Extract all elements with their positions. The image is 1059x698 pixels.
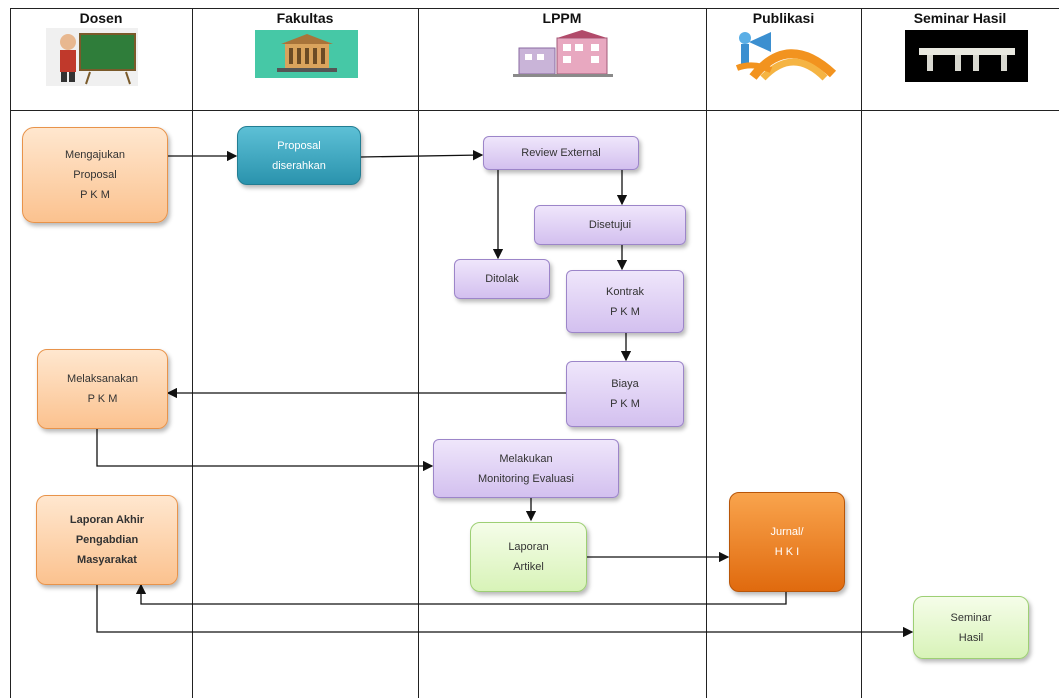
- node-biaya-pkm: Biaya P K M: [566, 361, 684, 427]
- node-ditolak: Ditolak: [454, 259, 550, 299]
- header-divider: [10, 110, 1059, 111]
- node-label: Laporan: [508, 541, 549, 553]
- node-label: P K M: [610, 305, 640, 318]
- lane-divider: [192, 8, 193, 698]
- node-label: Masyarakat: [77, 554, 137, 566]
- node-label: Proposal: [277, 139, 321, 152]
- node-label: P K M: [80, 189, 110, 201]
- node-label: Melakukan: [499, 452, 553, 465]
- node-label: Ditolak: [485, 273, 519, 285]
- faculty-building-icon: [255, 30, 358, 78]
- node-laporan-artikel: Laporan Artikel: [470, 522, 587, 592]
- node-mengajukan-proposal: Mengajukan Proposal P K M: [22, 127, 168, 223]
- node-label: Pengabdian: [75, 534, 139, 546]
- node-label: Hasil: [958, 631, 984, 644]
- node-label: P K M: [87, 393, 118, 405]
- node-kontrak-pkm: Kontrak P K M: [566, 270, 684, 333]
- publication-megaphone-icon: [735, 32, 837, 81]
- node-label: P K M: [610, 398, 640, 410]
- node-label: Artikel: [513, 561, 544, 573]
- node-label: Proposal: [73, 169, 117, 181]
- lane-divider: [418, 8, 419, 698]
- node-laporan-akhir: Laporan Akhir Pengabdian Masyarakat: [36, 495, 178, 585]
- lane-divider: [706, 8, 707, 698]
- node-label: Monitoring Evaluasi: [478, 472, 574, 485]
- teacher-chalkboard-icon: [46, 28, 138, 86]
- column-title-lppm: LPPM: [542, 10, 582, 26]
- column-title-dosen: Dosen: [79, 10, 123, 26]
- diagram-frame: [10, 8, 1059, 698]
- node-label: diserahkan: [272, 159, 326, 172]
- node-label: Melaksanakan: [67, 373, 138, 385]
- node-melaksanakan-pkm: Melaksanakan P K M: [37, 349, 168, 429]
- column-title-fakultas: Fakultas: [276, 10, 334, 26]
- node-label: Jurnal/: [770, 526, 804, 538]
- node-review-external: Review External: [483, 136, 639, 170]
- node-seminar-hasil: Seminar Hasil: [913, 596, 1029, 659]
- node-label: Review External: [521, 147, 601, 159]
- node-proposal-diserahkan: Proposal diserahkan: [237, 126, 361, 185]
- lppm-building-icon: [513, 30, 613, 77]
- node-label: Biaya: [611, 378, 639, 390]
- seminar-table-icon: [905, 30, 1028, 82]
- node-label: Seminar: [950, 611, 992, 624]
- column-title-publikasi: Publikasi: [752, 10, 815, 26]
- node-label: Laporan Akhir: [69, 514, 145, 526]
- node-label: Kontrak: [606, 285, 644, 298]
- node-jurnal-hki: Jurnal/ H K I: [729, 492, 845, 592]
- lane-divider: [861, 8, 862, 698]
- node-disetujui: Disetujui: [534, 205, 686, 245]
- node-label: Mengajukan: [65, 149, 125, 161]
- node-label: H K I: [774, 546, 800, 558]
- node-label: Disetujui: [588, 219, 632, 231]
- node-monitoring-evaluasi: Melakukan Monitoring Evaluasi: [433, 439, 619, 498]
- column-title-seminar-hasil: Seminar Hasil: [913, 10, 1007, 26]
